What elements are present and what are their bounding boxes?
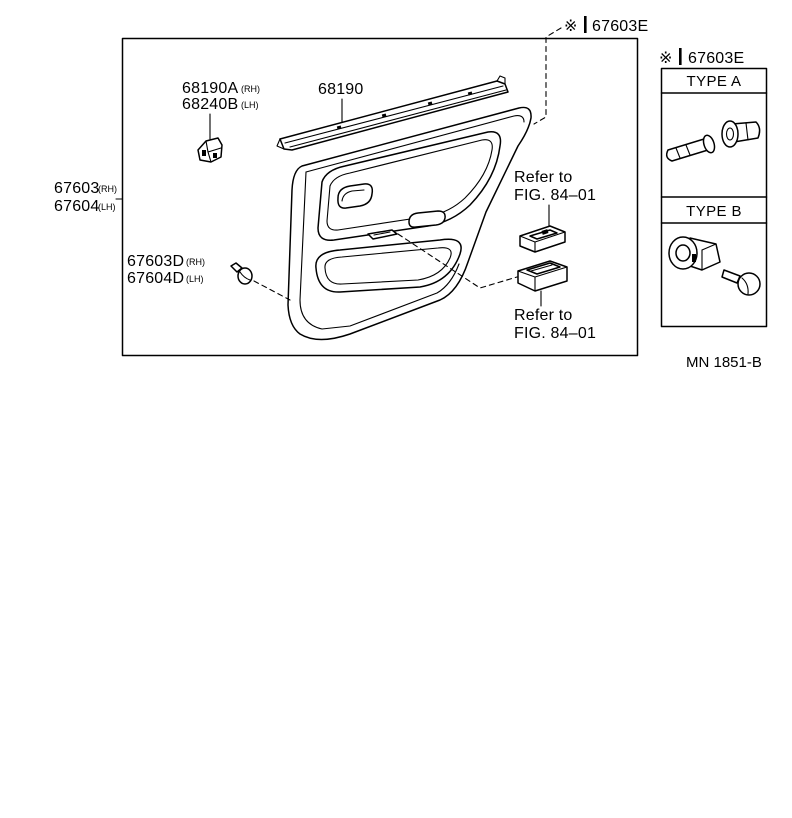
top-callout-part-number: 67603E — [592, 18, 648, 35]
trim-clip-lh-tag: (LH) — [186, 274, 204, 284]
door-trim-panel — [287, 106, 532, 341]
belt-molding — [276, 75, 509, 151]
door-trim-lh-tag: (LH) — [98, 202, 116, 212]
type-a-clip — [665, 134, 716, 162]
molding-clip-rh-tag: (RH) — [241, 84, 260, 94]
door-trim-rh-tag: (RH) — [98, 184, 117, 194]
trim-clip-lh-label: 67604D — [127, 270, 184, 287]
top-callout-mark: ※ — [564, 18, 578, 35]
main-frame — [121, 37, 639, 357]
refer-upper-line2: FIG. 84–01 — [514, 187, 596, 204]
switch-bezel-lower — [517, 260, 568, 292]
inset-bar — [679, 48, 682, 65]
door-trim-lh-label: 67604 — [54, 198, 100, 215]
refer-lower-line2: FIG. 84–01 — [514, 325, 596, 342]
inset-mark: ※ — [659, 50, 673, 67]
type-a-heading: TYPE A — [687, 73, 742, 90]
trim-clip-rh-tag: (RH) — [186, 257, 205, 267]
trim-clip-rh-label: 67603D — [127, 253, 184, 270]
type-b-clip — [668, 236, 721, 271]
molding-clip — [197, 137, 223, 163]
belt-molding-label: 68190 — [318, 81, 364, 98]
type-b-heading: TYPE B — [686, 203, 742, 220]
top-callout-leader — [533, 27, 562, 125]
top-callout-bar — [584, 16, 587, 33]
switch-bezel-upper — [519, 225, 566, 253]
drawing-code: MN 1851-B — [686, 354, 762, 371]
refer-upper-line1: Refer to — [514, 169, 573, 186]
molding-clip-rh-label: 68190A — [182, 80, 238, 97]
molding-clip-lh-tag: (LH) — [241, 100, 259, 110]
trim-clip-leader — [253, 280, 291, 301]
type-a-grommet — [721, 120, 761, 148]
type-b-push-pin — [721, 269, 761, 296]
door-trim-rh-label: 67603 — [54, 180, 100, 197]
molding-clip-lh-label: 68240B — [182, 96, 238, 113]
inset-part-number: 67603E — [688, 50, 744, 67]
trim-clip — [230, 262, 253, 285]
refer-lower-line1: Refer to — [514, 307, 573, 324]
